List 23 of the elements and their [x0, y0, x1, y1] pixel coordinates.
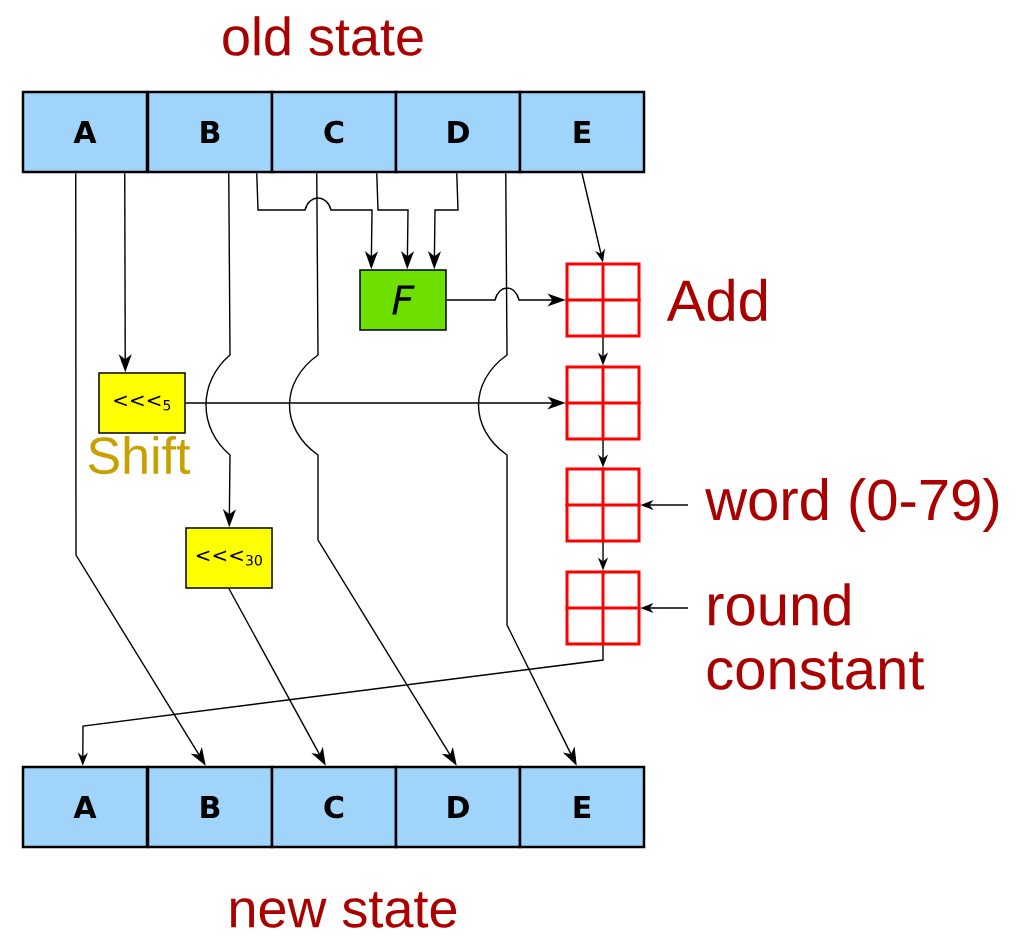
register-cell: D: [394, 90, 522, 174]
input-label: word (0-79): [705, 478, 999, 533]
adder-symbol: [565, 570, 641, 646]
register-cell: B: [146, 765, 274, 849]
node-caption: Shift: [88, 435, 191, 475]
rotate-box: <<<$_{5}$: [98, 372, 186, 434]
adder-symbol: [565, 467, 641, 543]
register-cell: C: [270, 765, 398, 849]
register-cell: A: [21, 765, 149, 849]
caption: new state: [231, 892, 457, 928]
rotate-box: <<<$_{30}$: [185, 527, 273, 589]
register-cell: E: [518, 765, 646, 849]
input-label: round constant: [707, 583, 924, 690]
register-cell: B: [146, 90, 274, 174]
title: old state: [223, 16, 423, 56]
function-box: F: [359, 269, 447, 331]
register-cell: A: [21, 90, 149, 174]
register-cell: D: [394, 765, 522, 849]
adder-symbol: [565, 365, 641, 441]
register-cell: C: [270, 90, 398, 174]
adder-symbol: [565, 262, 641, 338]
node-caption: Add: [666, 278, 767, 322]
register-cell: E: [518, 90, 646, 174]
